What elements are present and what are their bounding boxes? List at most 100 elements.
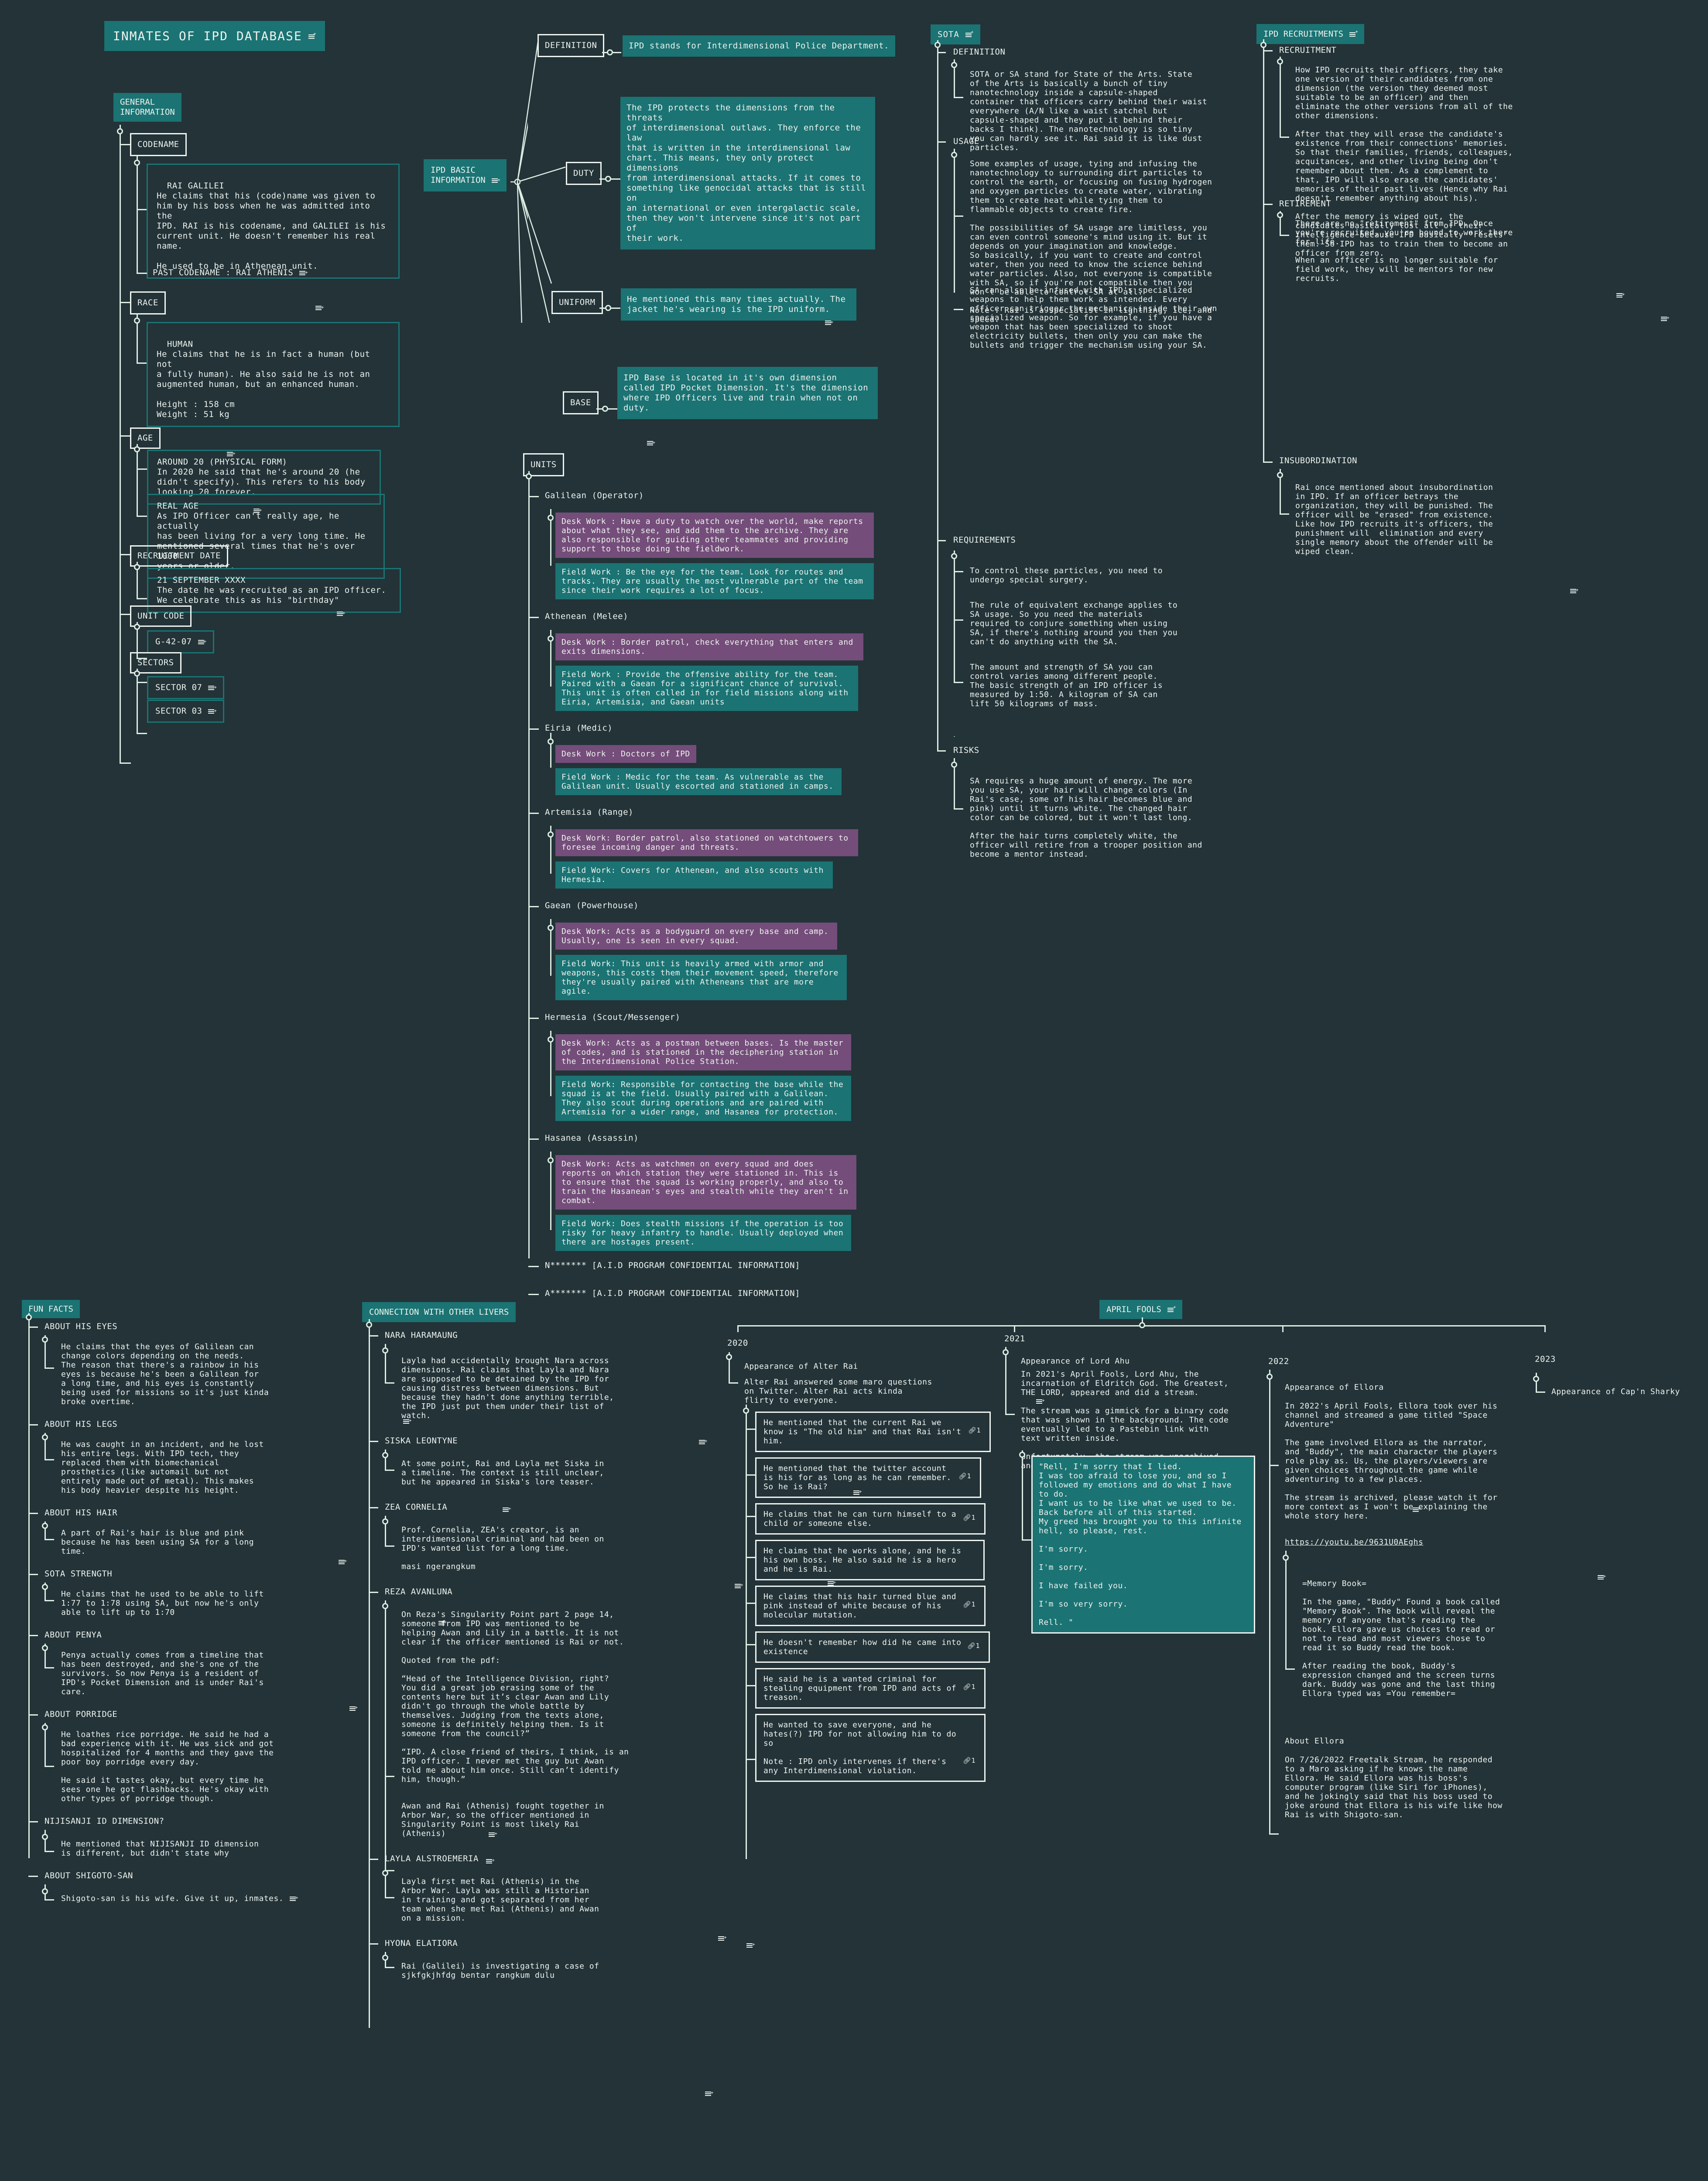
general-information-node[interactable]: GENERAL INFORMATION [113, 93, 181, 122]
sota-requirement-text[interactable]: To control these particles, you need to … [970, 566, 1163, 585]
desk-work[interactable]: Desk Work: Acts as a postman between bas… [555, 1034, 851, 1070]
sector-item[interactable]: SECTOR 07 [147, 676, 225, 699]
fun-fact-text[interactable]: Shigoto-san is his wife. Give it up, inm… [61, 1893, 325, 1903]
desk-work[interactable]: Desk Work : Have a duty to watch over th… [555, 513, 874, 558]
claim-item[interactable]: He said he is a wanted criminal for stea… [746, 1668, 986, 1709]
lord-ahu-quote[interactable]: "Rell, I'm sorry that I lied. I was too … [1031, 1456, 1255, 1634]
youtube-link[interactable]: https://youtu.be/9631U0AEghs [1285, 1538, 1424, 1547]
fun-fact-text[interactable]: He claims that he used to be able to lif… [61, 1590, 447, 1627]
connection-text[interactable]: Prof. Cornelia, ZEA's creator, is an int… [401, 1525, 743, 1590]
field-work[interactable]: Field Work : Be the eye for the team. Lo… [555, 563, 874, 599]
fun-fact-text[interactable]: A part of Rai's hair is blue and pink be… [61, 1528, 347, 1566]
confidential-item[interactable]: N******* [A.I.D PROGRAM CONFIDENTIAL INF… [528, 1261, 877, 1276]
base-text[interactable]: IPD Base is located in it's own dimensio… [617, 367, 878, 448]
unit-code-node[interactable]: UNIT CODE [130, 605, 192, 627]
connection-text[interactable]: On Reza's Singularity Point part 2 page … [401, 1610, 755, 1949]
sota-requirement-text[interactable]: The amount and strength of SA you can co… [970, 663, 1163, 708]
field-work[interactable]: Field Work: Covers for Athenean, and als… [555, 861, 833, 889]
desk-work[interactable]: Desk Work : Doctors of IPD [555, 745, 696, 763]
codename-node[interactable]: CODENAME [130, 133, 187, 156]
duty-node[interactable]: DUTY [566, 162, 602, 185]
link-icon[interactable]: 🔗︎1 [968, 1426, 981, 1434]
retirement-text[interactable]: There are no "retirement" from IPD. Once… [1295, 219, 1625, 299]
race-node[interactable]: RACE [130, 291, 166, 315]
recruitments-node[interactable]: IPD RECRUITMENTS [1256, 24, 1365, 44]
sota-definition-text[interactable]: SOTA or SA stand for State of the Arts. … [970, 70, 1207, 152]
capn-sharky-title[interactable]: Appearance of Cap'n Sharky [1551, 1387, 1680, 1396]
definition-node[interactable]: DEFINITION [537, 34, 605, 57]
past-codename[interactable]: PAST CODENAME : RAI ATHENIS [153, 267, 308, 278]
field-work[interactable]: Field Work: Does stealth missions if the… [555, 1215, 851, 1251]
confidential-item[interactable]: A******* [A.I.D PROGRAM CONFIDENTIAL INF… [528, 1289, 877, 1304]
fun-fact-text[interactable]: He was caught in an incident, and he los… [61, 1440, 511, 1513]
desk-work[interactable]: Desk Work : Border patrol, check everyth… [555, 633, 863, 660]
ellora-text[interactable]: In 2022's April Fools, Ellora took over … [1285, 1402, 1606, 1581]
sota-risks-text[interactable]: SA requires a huge amount of energy. The… [970, 776, 1202, 859]
connection-text[interactable]: Layla had accidentally brought Nara acro… [401, 1356, 708, 1446]
field-work[interactable]: Field Work : Medic for the team. As vuln… [555, 768, 842, 795]
april-fools-node[interactable]: APRIL FOOLS [1099, 1300, 1182, 1319]
claim-item[interactable]: He wanted to save everyone, and he hates… [746, 1714, 986, 1782]
fun-fact-text[interactable]: He mentioned that NIJISANJI ID dimension… [61, 1839, 495, 1865]
sota-requirement-text[interactable]: The rule of equivalent exchange applies … [970, 601, 1177, 646]
fun-fact-text[interactable]: He loathes rice porridge. He said he had… [61, 1730, 497, 1838]
link-icon[interactable]: 🔗︎1 [958, 1472, 971, 1480]
sota-usage-text[interactable]: Some examples of usage, tying and infusi… [970, 159, 1212, 324]
race-detail[interactable]: HUMAN He claims that he is in fact a hum… [147, 322, 400, 458]
units-node[interactable]: UNITS [523, 453, 564, 476]
ipd-basic-node[interactable]: IPD BASIC INFORMATION [424, 159, 507, 191]
about-ellora-text[interactable]: On 7/26/2022 Freetalk Stream, he respond… [1285, 1755, 1503, 1819]
uniform-text[interactable]: He mentioned this many times actually. T… [621, 288, 856, 327]
age-node[interactable]: AGE [130, 427, 161, 449]
alter-rai-text[interactable]: Alter Rai answered some maro questions o… [744, 1378, 1045, 1405]
fun-fact-text[interactable]: Penya actually comes from a timeline tha… [61, 1651, 358, 1712]
recruitment-text[interactable]: How IPD recruits their officers, they ta… [1295, 65, 1670, 322]
connection-text[interactable]: At some point, Rai and Layla met Siska i… [401, 1459, 862, 1496]
link-icon[interactable]: 🔗︎1 [962, 1514, 976, 1521]
desk-work[interactable]: Desk Work: Acts as a bodyguard on every … [555, 923, 837, 950]
fun-fact-text[interactable]: He claims that the eyes of Galilean can … [61, 1342, 412, 1425]
link-icon[interactable]: 🔗︎1 [962, 1683, 976, 1691]
claim-item[interactable]: He claims that he can turn himself to a … [746, 1503, 986, 1535]
sota-node[interactable]: SOTA [931, 24, 980, 44]
ellora-stream-link[interactable]: https://youtu.be/9631U0AEghs [1285, 1538, 1423, 1547]
connection-text[interactable]: Rai (Galilei) is investigating a case of… [401, 1962, 674, 1980]
claim-item[interactable]: He doesn't remember how did he came into… [746, 1631, 990, 1663]
connections-node[interactable]: CONNECTION WITH OTHER LIVERS [362, 1302, 516, 1322]
alter-rai-title: Appearance of Alter Rai [744, 1362, 858, 1371]
lord-ahu-text[interactable]: In 2021's April Fools, Lord Ahu, the inc… [1021, 1370, 1421, 1513]
field-work[interactable]: Field Work: This unit is heavily armed w… [555, 955, 847, 1000]
sectors-node[interactable]: SECTORS [130, 652, 181, 673]
connection-text[interactable]: Layla first met Rai (Athenis) in the Arb… [401, 1877, 727, 1942]
recruitment-date-detail[interactable]: 21 SEPTEMBER XXXX The date he was recrui… [147, 568, 401, 618]
codename-detail[interactable]: RAI GALILEI He claims that his (code)nam… [147, 164, 400, 312]
memory-book-text[interactable]: =Memory Book= In the game, "Buddy" Found… [1302, 1579, 1500, 1698]
insubordination-text[interactable]: Rai once mentioned about insubordination… [1295, 483, 1579, 595]
desk-work[interactable]: Desk Work: Border patrol, also stationed… [555, 829, 858, 856]
recruitment-date-node[interactable]: RECRUITMENT DATE [130, 545, 229, 567]
sector-item[interactable]: SECTOR 03 [147, 700, 225, 723]
duty-text[interactable]: The IPD protects the dimensions from the… [620, 97, 875, 250]
claim-item[interactable]: He mentioned that the twitter account is… [746, 1457, 981, 1498]
note-icon [438, 1617, 447, 1627]
fun-facts-node[interactable]: FUN FACTS [22, 1300, 80, 1318]
link-icon[interactable]: 🔗︎1 [962, 1600, 976, 1608]
age-physical[interactable]: AROUND 20 (PHYSICAL FORM) In 2020 he sai… [147, 450, 381, 515]
definition-text[interactable]: IPD stands for Interdimensional Police D… [623, 35, 895, 57]
link-icon[interactable]: 🔗︎1 [962, 1757, 976, 1764]
desk-work[interactable]: Desk Work: Acts as watchmen on every squ… [555, 1155, 856, 1210]
uniform-node[interactable]: UNIFORM [551, 291, 603, 314]
connection-text[interactable]: Awan and Rai (Athenis) fought together i… [401, 1802, 714, 2097]
claim-item[interactable]: He claims that his hair turned blue and … [746, 1586, 986, 1626]
base-node[interactable]: BASE [563, 391, 599, 414]
field-work[interactable]: Field Work : Provide the offensive abili… [555, 666, 858, 711]
link-icon[interactable]: 🔗︎1 [967, 1642, 980, 1650]
detail-text: In 2021's April Fools, Lord Ahu, the inc… [1021, 1370, 1229, 1470]
claim-item[interactable]: He mentioned that the current Rai we kno… [746, 1412, 991, 1452]
claim-item[interactable]: He claims that he works alone, and he is… [746, 1540, 985, 1587]
unit-code-value[interactable]: G-42-07 [147, 630, 214, 653]
detail-text: Awan and Rai (Athenis) fought together i… [401, 1802, 604, 1838]
field-work[interactable]: Field Work: Responsible for contacting t… [555, 1076, 851, 1121]
sota-usage-text[interactable]: SA can also be infused with IPD's specia… [970, 286, 1217, 350]
page-title[interactable]: INMATES OF IPD DATABASE [104, 21, 325, 51]
